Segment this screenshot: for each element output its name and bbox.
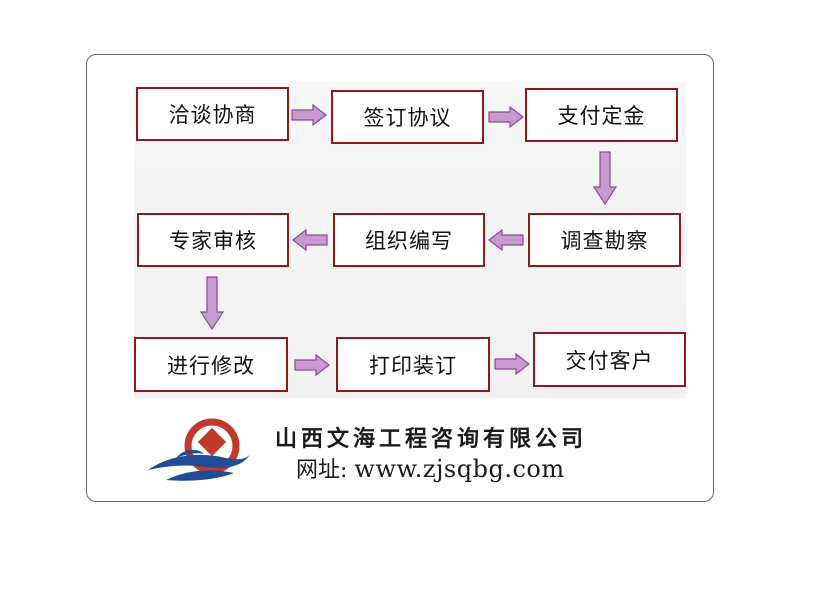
arrow-left-icon bbox=[488, 229, 524, 251]
step-revise: 进行修改 bbox=[134, 337, 288, 392]
company-name: 山西文海工程咨询有限公司 bbox=[275, 426, 588, 452]
arrow-right-icon bbox=[291, 104, 327, 126]
arrow-right-icon bbox=[494, 353, 530, 375]
website-label: 网址: bbox=[296, 458, 348, 483]
step-sign-agreement: 签订协议 bbox=[331, 90, 484, 144]
arrow-down-icon bbox=[200, 276, 224, 330]
website-url[interactable]: www.zjsqbg.com bbox=[354, 455, 565, 483]
arrow-right-icon bbox=[488, 106, 524, 128]
step-compile: 组织编写 bbox=[333, 213, 485, 267]
website-line: 网址: www.zjsqbg.com bbox=[296, 452, 565, 484]
step-print-bind: 打印装订 bbox=[336, 337, 490, 392]
arrow-right-icon bbox=[294, 354, 330, 376]
step-expert-review: 专家审核 bbox=[137, 213, 289, 267]
step-negotiate: 洽谈协商 bbox=[136, 87, 289, 141]
step-pay-deposit: 支付定金 bbox=[525, 88, 678, 142]
arrow-down-icon bbox=[593, 151, 617, 205]
company-logo-icon bbox=[148, 418, 250, 481]
step-survey: 调查勘察 bbox=[528, 213, 681, 267]
step-deliver: 交付客户 bbox=[533, 332, 686, 387]
arrow-left-icon bbox=[292, 229, 328, 251]
